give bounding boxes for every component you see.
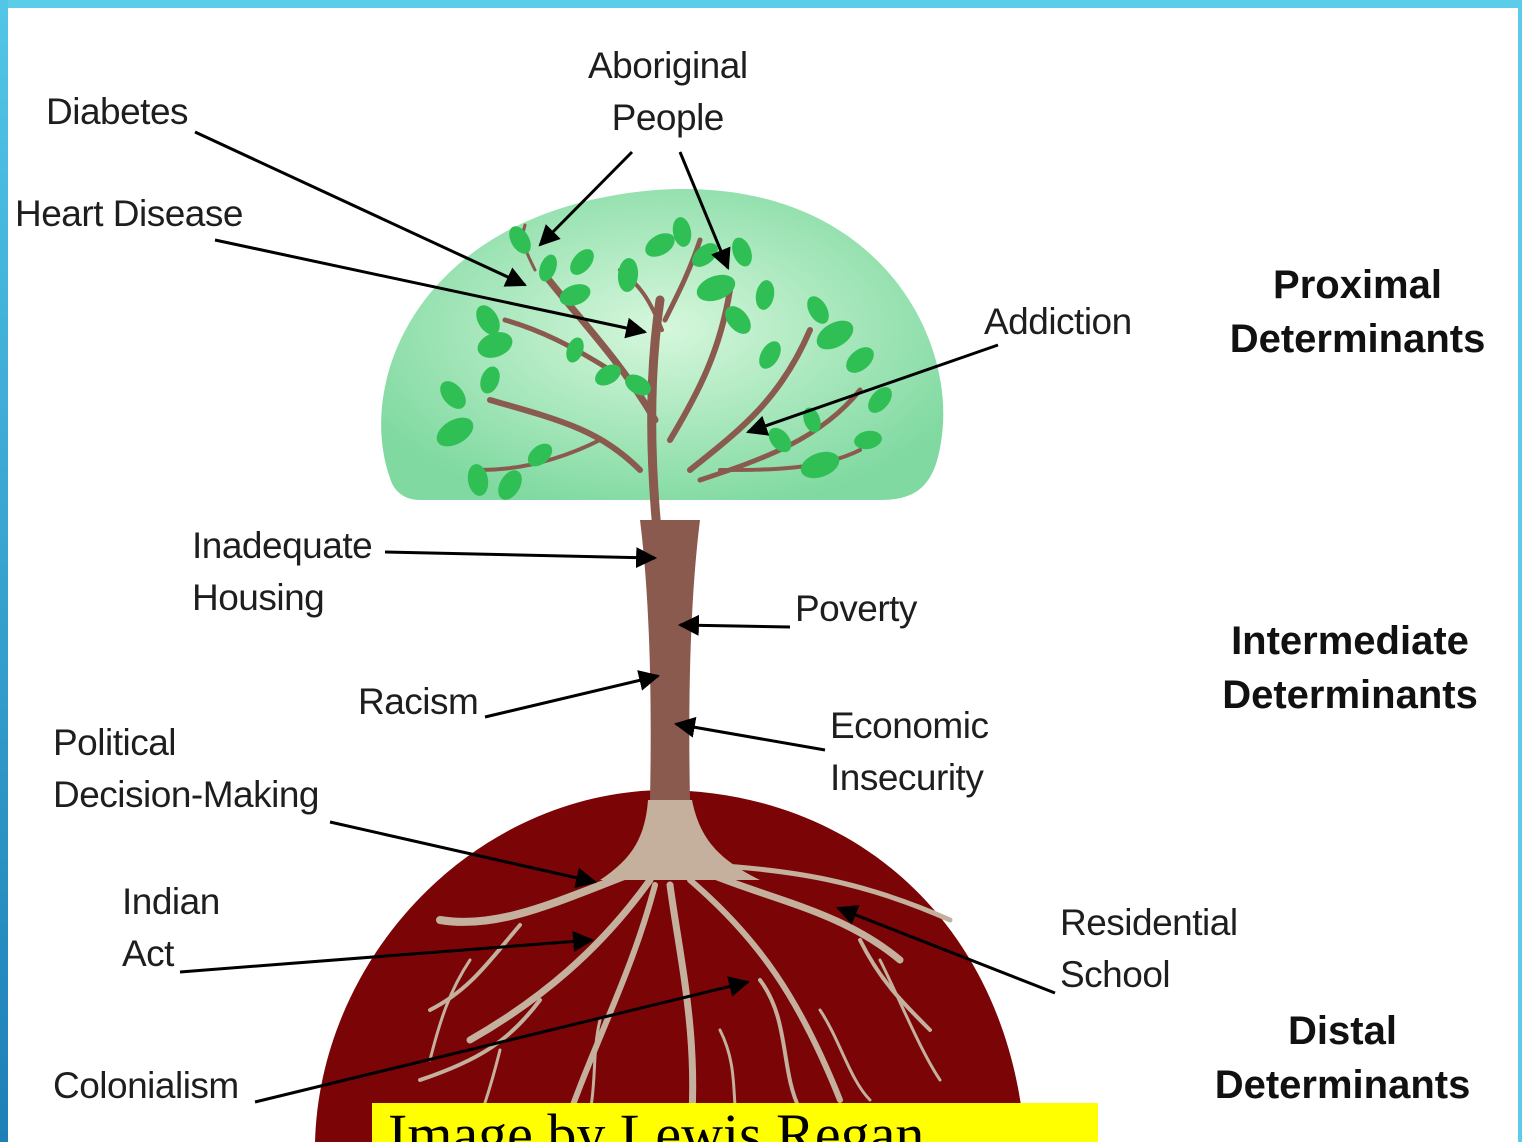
slide-top-edge [0,0,1522,8]
tree-roots [418,862,953,1142]
arrow-poverty [677,614,791,636]
tree-trunk [640,520,700,800]
arrow-residential-school [836,905,1056,995]
label-diabetes: Diabetes [46,91,189,132]
label-addiction: Addiction [984,301,1132,342]
arrow-economic-insecurity [673,716,826,752]
arrow-aboriginal-right [678,151,731,270]
arrow-addiction [746,343,999,436]
tree-leaves [436,217,892,500]
image-credit-caption: Image by Lewis Regan [372,1103,1098,1142]
arrow-racism [484,670,661,719]
arrow-political-decision [329,820,598,889]
annotation-arrows [179,130,1056,1104]
roots-dome [315,790,1025,1142]
canopy-shape [381,188,944,500]
slide-left-edge [0,0,8,1142]
arrow-inadequate-housing [384,547,658,569]
label-poverty: Poverty [795,588,917,629]
arrow-diabetes [194,130,527,287]
label-racism: Racism [358,681,479,722]
arrow-aboriginal-left [538,150,634,247]
label-heart-disease: Heart Disease [15,193,243,234]
slide-right-edge [1518,0,1522,1142]
arrow-colonialism [254,976,751,1104]
arrow-indian-act [179,930,595,974]
label-colonialism: Colonialism [53,1065,239,1106]
arrow-heart-disease [214,238,648,339]
